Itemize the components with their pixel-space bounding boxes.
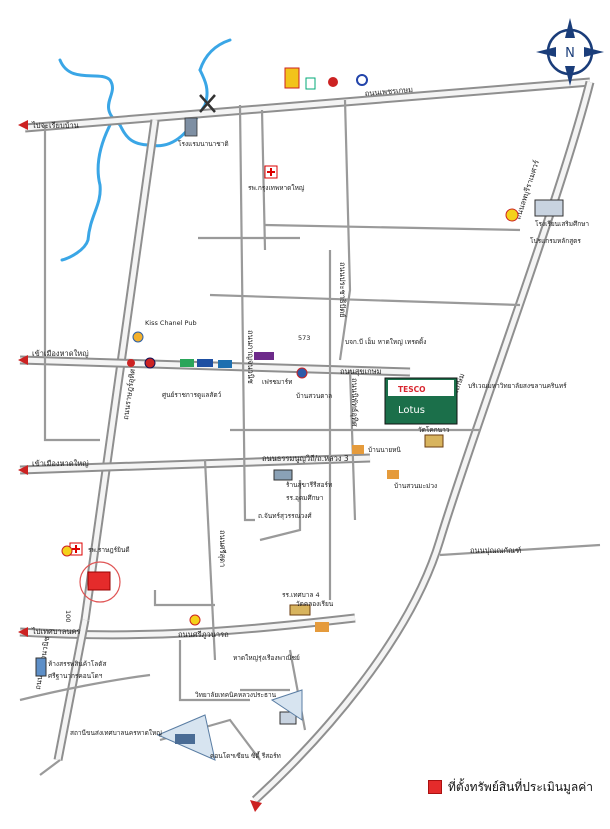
label-ban-suan2: บ้านสวนมะม่วง (394, 482, 437, 490)
road-label-thammanoon: ถนนธรรมนูญวิถี/ถ.หลวง 3 (262, 454, 349, 463)
bus-icon (175, 734, 195, 744)
school-icon (534, 199, 564, 217)
label-market: ห้างสรรพสินค้าโลตัส (48, 660, 106, 668)
river-branch (60, 123, 112, 262)
legend-swatch (428, 780, 442, 794)
no-sign-icon (356, 74, 368, 86)
label-hatyai-shop: หาดใหญ่รุ่งเรืองพาณิชย์ (233, 654, 300, 662)
factory-icon (273, 469, 293, 481)
road-label-srisuda: ถนนศรีสุดา (218, 530, 227, 567)
label-temple1: วัดโคกนาว (418, 426, 450, 434)
gas-station-icon (328, 77, 338, 87)
label-school3: รร.เทศบาล 4 (282, 591, 320, 599)
label-bus: สถานีขนส่งเทศบาลนครหาดใหญ่ (70, 729, 162, 737)
college-area (270, 689, 303, 721)
road-label-prachathipat: ถนนประชาธิปัตย์ (338, 262, 347, 318)
label-jansuk: ถ.จันทร์สุวรรณวงศ์ (258, 512, 312, 520)
building-icon-2 (279, 711, 297, 725)
bank-icon (180, 359, 194, 367)
pepsi-icon (144, 357, 156, 369)
label-lotus: Lotus (398, 405, 425, 416)
label-college: วิทยาลัยเทคนิคหลวงประธาน (195, 691, 277, 699)
label-hospital-red: รพ.ราษฎร์ยินดี (88, 546, 130, 554)
label-ban-suan: บ้านสวนตาล (296, 392, 332, 400)
temple-icon-2 (315, 622, 329, 632)
road-label-kanchanavanich: ถนนกาญจนวนิช (246, 330, 255, 384)
road-label-sukkasem: ถนนสุขเกษม (340, 367, 382, 376)
label-school2: รร.อุดมศึกษา (286, 494, 324, 502)
road-label-bypass: ถนนปุณณกัณฑ์ (470, 546, 521, 555)
tesco-shop-icon (254, 352, 274, 360)
ptt-icon (296, 367, 308, 379)
compass-letter: N (565, 46, 575, 61)
gas-station-icon-2 (127, 359, 135, 367)
road-label-phetkasem: ถนนเพชรเกษม (364, 85, 413, 98)
house-icon-2 (387, 470, 399, 479)
direction-label-kohyai: ไปจะเรียบบ้าน (31, 121, 79, 130)
direction-arrows (18, 120, 262, 812)
shop-sign-icon (284, 67, 300, 89)
label-school-top: โรงเรียนเสริมศึกษา (535, 220, 589, 228)
label-bangkok-hospital: รพ.กรุงเทพหาดใหญ่ (248, 184, 305, 192)
road-label-siphumphaeng: ถนนศรีภูวนารถ (178, 630, 229, 639)
direction-label-hatyai-2: เข้าเมืองหาดใหญ่ (32, 459, 89, 468)
legend-label: ที่ตั้งทรัพย์สินที่ประเมินมูลค่า (448, 780, 594, 794)
shell-icon-2 (61, 545, 73, 557)
label-sports: โปรแกรมหลักสูตร (530, 237, 581, 245)
label-hotel: โรงแรมนานาชาติ (178, 140, 229, 148)
hotel-icon (184, 117, 198, 137)
kbank-icon (218, 360, 232, 368)
road-label-niphat: ถนนนิพัทธ์อุทิศ (350, 378, 359, 427)
label-km573: 573 (298, 334, 310, 342)
temple-icon (424, 434, 444, 448)
lotus-logo-top (388, 380, 454, 396)
label-university: บริเวณมหาวิทยาลัยสงขลานครินทร์ (468, 382, 567, 390)
main-roads (19, 77, 595, 804)
landmark-icons (35, 67, 564, 761)
seven-eleven-icon (305, 77, 316, 90)
label-office: ศูนย์ราชการดูแลสัตว์ (162, 391, 222, 399)
direction-label-city: ไปเทศบาลนคร (31, 627, 81, 636)
house-icon (352, 445, 364, 454)
direction-label-hatyai-1: เข้าเมืองหาดใหญ่ (32, 349, 89, 358)
bangkok-hospital-icon (264, 165, 278, 179)
label-shop1: ร้านสุขารีรีสอร์ท (286, 481, 332, 489)
label-km100: 100 (64, 610, 72, 622)
label-tesco: TESCO (398, 385, 426, 394)
property-marker (87, 571, 111, 591)
bridge-icon (199, 94, 216, 113)
ford-icon (197, 359, 213, 367)
compass: N (536, 18, 604, 86)
bus-stop-icon (132, 331, 144, 343)
label-temple2: วัดคลองเรียน (296, 600, 334, 608)
secondary-roads (19, 99, 601, 776)
river (58, 58, 209, 148)
label-fresh-market: เฟรชมาร์ท (262, 378, 292, 386)
label-condo: คอนโดฯเซียน ซิตี้ รีสอร์ท (210, 751, 281, 760)
river-branch-2 (198, 38, 232, 72)
label-mall: บจก.บี เอ็ม หาดใหญ่ เทรดดิ้ง (345, 337, 426, 346)
building-icon (35, 657, 47, 677)
label-kiss-pub: Kiss Chanel Pub (145, 319, 197, 327)
school-icon-2 (289, 604, 311, 616)
property-radius (79, 561, 121, 603)
label-ban-nai: บ้านนายหนิ (368, 446, 401, 454)
shell-icon (505, 208, 519, 222)
shell-icon-3 (189, 614, 201, 626)
label-mall2: ศรีฐานากรคอนโดฯ (48, 672, 103, 680)
